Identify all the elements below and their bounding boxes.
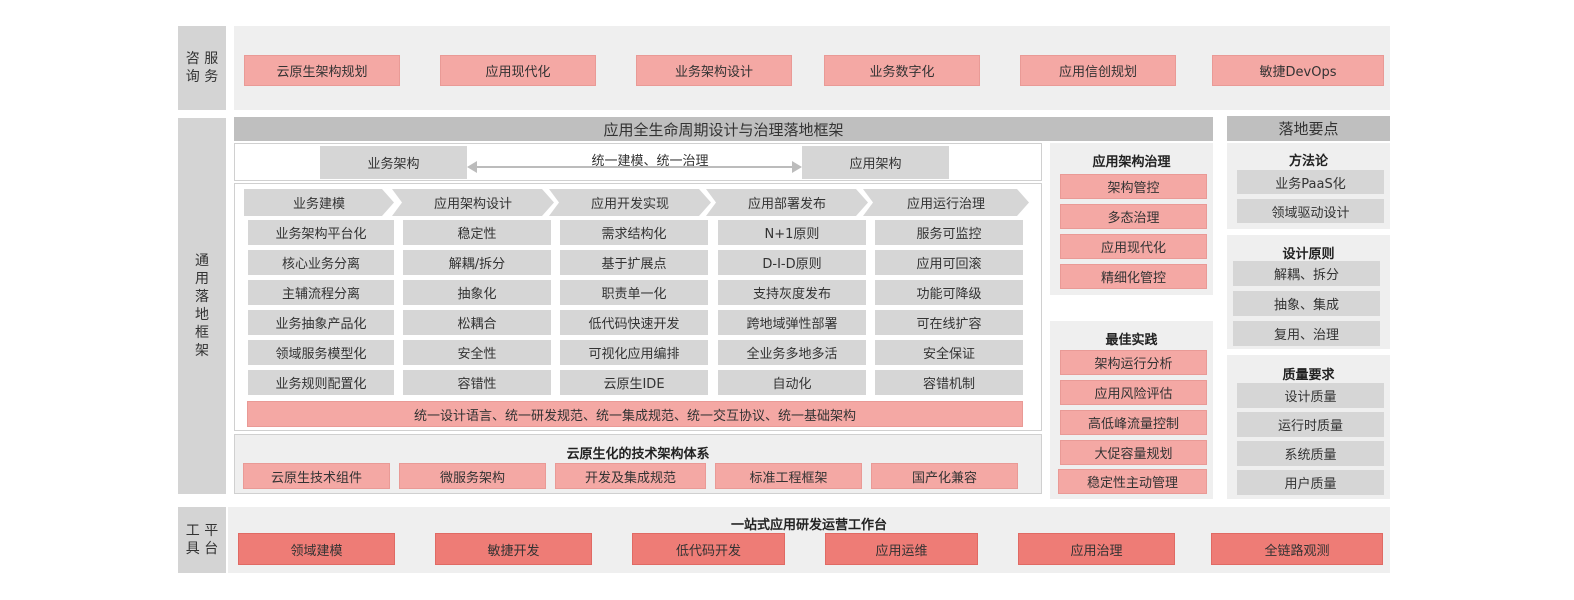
platform-item[interactable]: 全链路观测 bbox=[1211, 533, 1383, 565]
governance-title: 应用架构治理 bbox=[1092, 154, 1171, 170]
phase-chevron: 应用架构设计 bbox=[392, 189, 554, 216]
phase-item: 解耦/拆分 bbox=[403, 250, 551, 275]
tech-item: 标准工程框架 bbox=[715, 463, 862, 489]
phase-item: N+1原则 bbox=[718, 220, 866, 245]
phase-item: 业务抽象产品化 bbox=[248, 310, 394, 335]
method-item: 业务PaaS化 bbox=[1237, 170, 1384, 194]
design-item: 抽象、集成 bbox=[1233, 291, 1380, 316]
phase-chevron: 应用部署发布 bbox=[706, 189, 868, 216]
platform-item[interactable]: 低代码开发 bbox=[632, 533, 785, 565]
phase-item: 主辅流程分离 bbox=[248, 280, 394, 305]
quality-item: 设计质量 bbox=[1237, 383, 1384, 408]
consult-item[interactable]: 应用现代化 bbox=[440, 55, 596, 86]
governance-item: 架构管控 bbox=[1060, 174, 1207, 199]
phase-item: 可在线扩容 bbox=[875, 310, 1023, 335]
phase-item: 功能可降级 bbox=[875, 280, 1023, 305]
consult-item[interactable]: 云原生架构规划 bbox=[244, 55, 400, 86]
governance-item: 多态治理 bbox=[1060, 204, 1207, 229]
phase-item: 抽象化 bbox=[403, 280, 551, 305]
practice-item: 高低峰流量控制 bbox=[1060, 410, 1207, 435]
design-item: 解耦、拆分 bbox=[1233, 261, 1380, 286]
phase-item: 稳定性 bbox=[403, 220, 551, 245]
phase-item: 松耦合 bbox=[403, 310, 551, 335]
platform-item[interactable]: 应用治理 bbox=[1018, 533, 1175, 565]
phase-item: 安全保证 bbox=[875, 340, 1023, 365]
keypoints-title: 落地要点 bbox=[1227, 116, 1390, 141]
phase-item: 需求结构化 bbox=[560, 220, 708, 245]
business-architecture-box: 业务架构 bbox=[320, 146, 467, 179]
practice-item: 稳定性主动管理 bbox=[1058, 469, 1207, 494]
phase-item: 安全性 bbox=[403, 340, 551, 365]
phase-item: 全业务多地多活 bbox=[718, 340, 866, 365]
design-title: 设计原则 bbox=[1282, 246, 1335, 262]
phase-item: 服务可监控 bbox=[875, 220, 1023, 245]
quality-title: 质量要求 bbox=[1282, 367, 1335, 383]
phase-chevron: 业务建模 bbox=[244, 189, 394, 216]
phase-item: 领域服务模型化 bbox=[248, 340, 394, 365]
method-item: 领域驱动设计 bbox=[1237, 199, 1384, 223]
framework-side-label: 通 用 落 地 框 架 bbox=[178, 118, 226, 494]
tech-item: 云原生技术组件 bbox=[243, 463, 390, 489]
consult-panel bbox=[234, 26, 1390, 110]
application-architecture-box: 应用架构 bbox=[802, 146, 949, 179]
practice-item: 架构运行分析 bbox=[1060, 350, 1207, 375]
method-title: 方法论 bbox=[1288, 153, 1328, 169]
phase-item: D-I-D原则 bbox=[718, 250, 866, 275]
phase-item: 应用可回滚 bbox=[875, 250, 1023, 275]
quality-item: 系统质量 bbox=[1237, 441, 1384, 466]
platform-panel bbox=[228, 507, 1390, 573]
platform-item[interactable]: 敏捷开发 bbox=[435, 533, 592, 565]
tech-item: 微服务架构 bbox=[399, 463, 546, 489]
practice-item: 应用风险评估 bbox=[1060, 380, 1207, 405]
phase-chevron: 应用运行治理 bbox=[863, 189, 1029, 216]
governance-item: 精细化管控 bbox=[1060, 264, 1207, 289]
quality-item: 运行时质量 bbox=[1237, 412, 1384, 437]
tech-title: 云原生化的技术架构体系 bbox=[566, 446, 710, 462]
phase-item: 可视化应用编排 bbox=[560, 340, 708, 365]
tech-item: 国产化兼容 bbox=[871, 463, 1018, 489]
phase-item: 跨地域弹性部署 bbox=[718, 310, 866, 335]
phase-item: 业务规则配置化 bbox=[248, 370, 394, 395]
double-arrow bbox=[467, 161, 802, 173]
phase-chevron: 应用开发实现 bbox=[549, 189, 711, 216]
platform-title: 一站式应用研发运营工作台 bbox=[730, 517, 887, 533]
phase-item: 核心业务分离 bbox=[248, 250, 394, 275]
phase-item: 自动化 bbox=[718, 370, 866, 395]
phase-item: 支持灰度发布 bbox=[718, 280, 866, 305]
phase-item: 容错机制 bbox=[875, 370, 1023, 395]
consult-item[interactable]: 应用信创规划 bbox=[1020, 55, 1176, 86]
phase-item: 基于扩展点 bbox=[560, 250, 708, 275]
platform-item[interactable]: 领域建模 bbox=[238, 533, 395, 565]
consult-side-label: 咨 服 询 务 bbox=[178, 26, 226, 110]
platform-side-label: 工 平 具 台 bbox=[178, 507, 226, 573]
framework-title: 应用全生命周期设计与治理落地框架 bbox=[234, 117, 1213, 141]
quality-item: 用户质量 bbox=[1237, 470, 1384, 495]
governance-item: 应用现代化 bbox=[1060, 234, 1207, 259]
consult-item[interactable]: 业务数字化 bbox=[824, 55, 980, 86]
phase-item: 低代码快速开发 bbox=[560, 310, 708, 335]
phase-item: 职责单一化 bbox=[560, 280, 708, 305]
phase-item: 业务架构平台化 bbox=[248, 220, 394, 245]
phase-item: 容错性 bbox=[403, 370, 551, 395]
unify-standards-bar: 统一设计语言、统一研发规范、统一集成规范、统一交互协议、统一基础架构 bbox=[247, 401, 1023, 427]
practice-item: 大促容量规划 bbox=[1060, 440, 1207, 465]
consult-item[interactable]: 敏捷DevOps bbox=[1212, 55, 1384, 86]
practice-title: 最佳实践 bbox=[1105, 332, 1158, 348]
unify-label: 统一建模、统一治理 bbox=[591, 154, 709, 169]
platform-item[interactable]: 应用运维 bbox=[825, 533, 978, 565]
design-item: 复用、治理 bbox=[1233, 321, 1380, 346]
tech-item: 开发及集成规范 bbox=[555, 463, 706, 489]
phase-item: 云原生IDE bbox=[560, 370, 708, 395]
consult-item[interactable]: 业务架构设计 bbox=[636, 55, 792, 86]
